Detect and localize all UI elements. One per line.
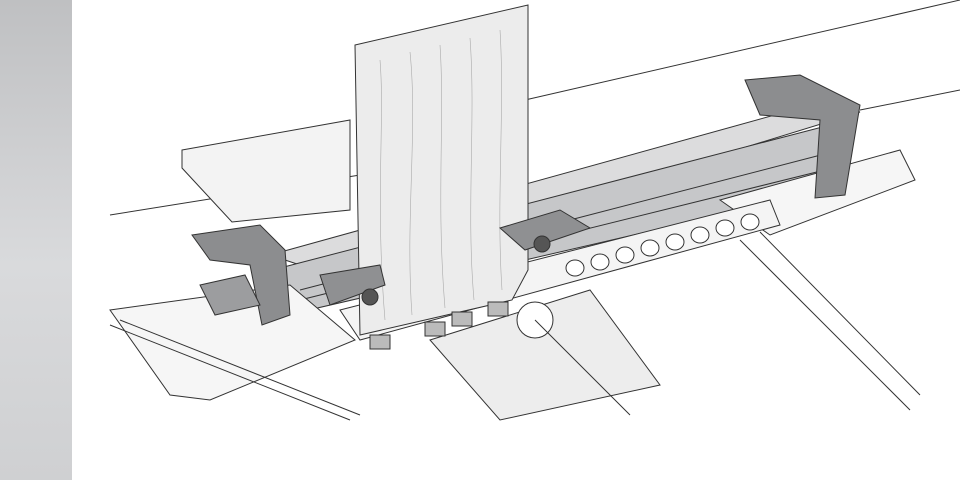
right-clamp — [744, 74, 861, 199]
left-clamp — [191, 224, 291, 326]
side-bar — [0, 0, 72, 480]
clamp-knob — [533, 235, 551, 253]
hold-down-clamp — [319, 264, 386, 306]
table-edge-line — [524, 0, 960, 101]
leader-line — [534, 319, 631, 416]
clamp-knob — [361, 288, 379, 306]
left-clamp-lever — [199, 274, 261, 316]
hold-down-clamp — [498, 209, 592, 251]
template-fingers — [565, 213, 760, 277]
back-board — [181, 119, 351, 223]
stop-blocks — [369, 301, 509, 350]
